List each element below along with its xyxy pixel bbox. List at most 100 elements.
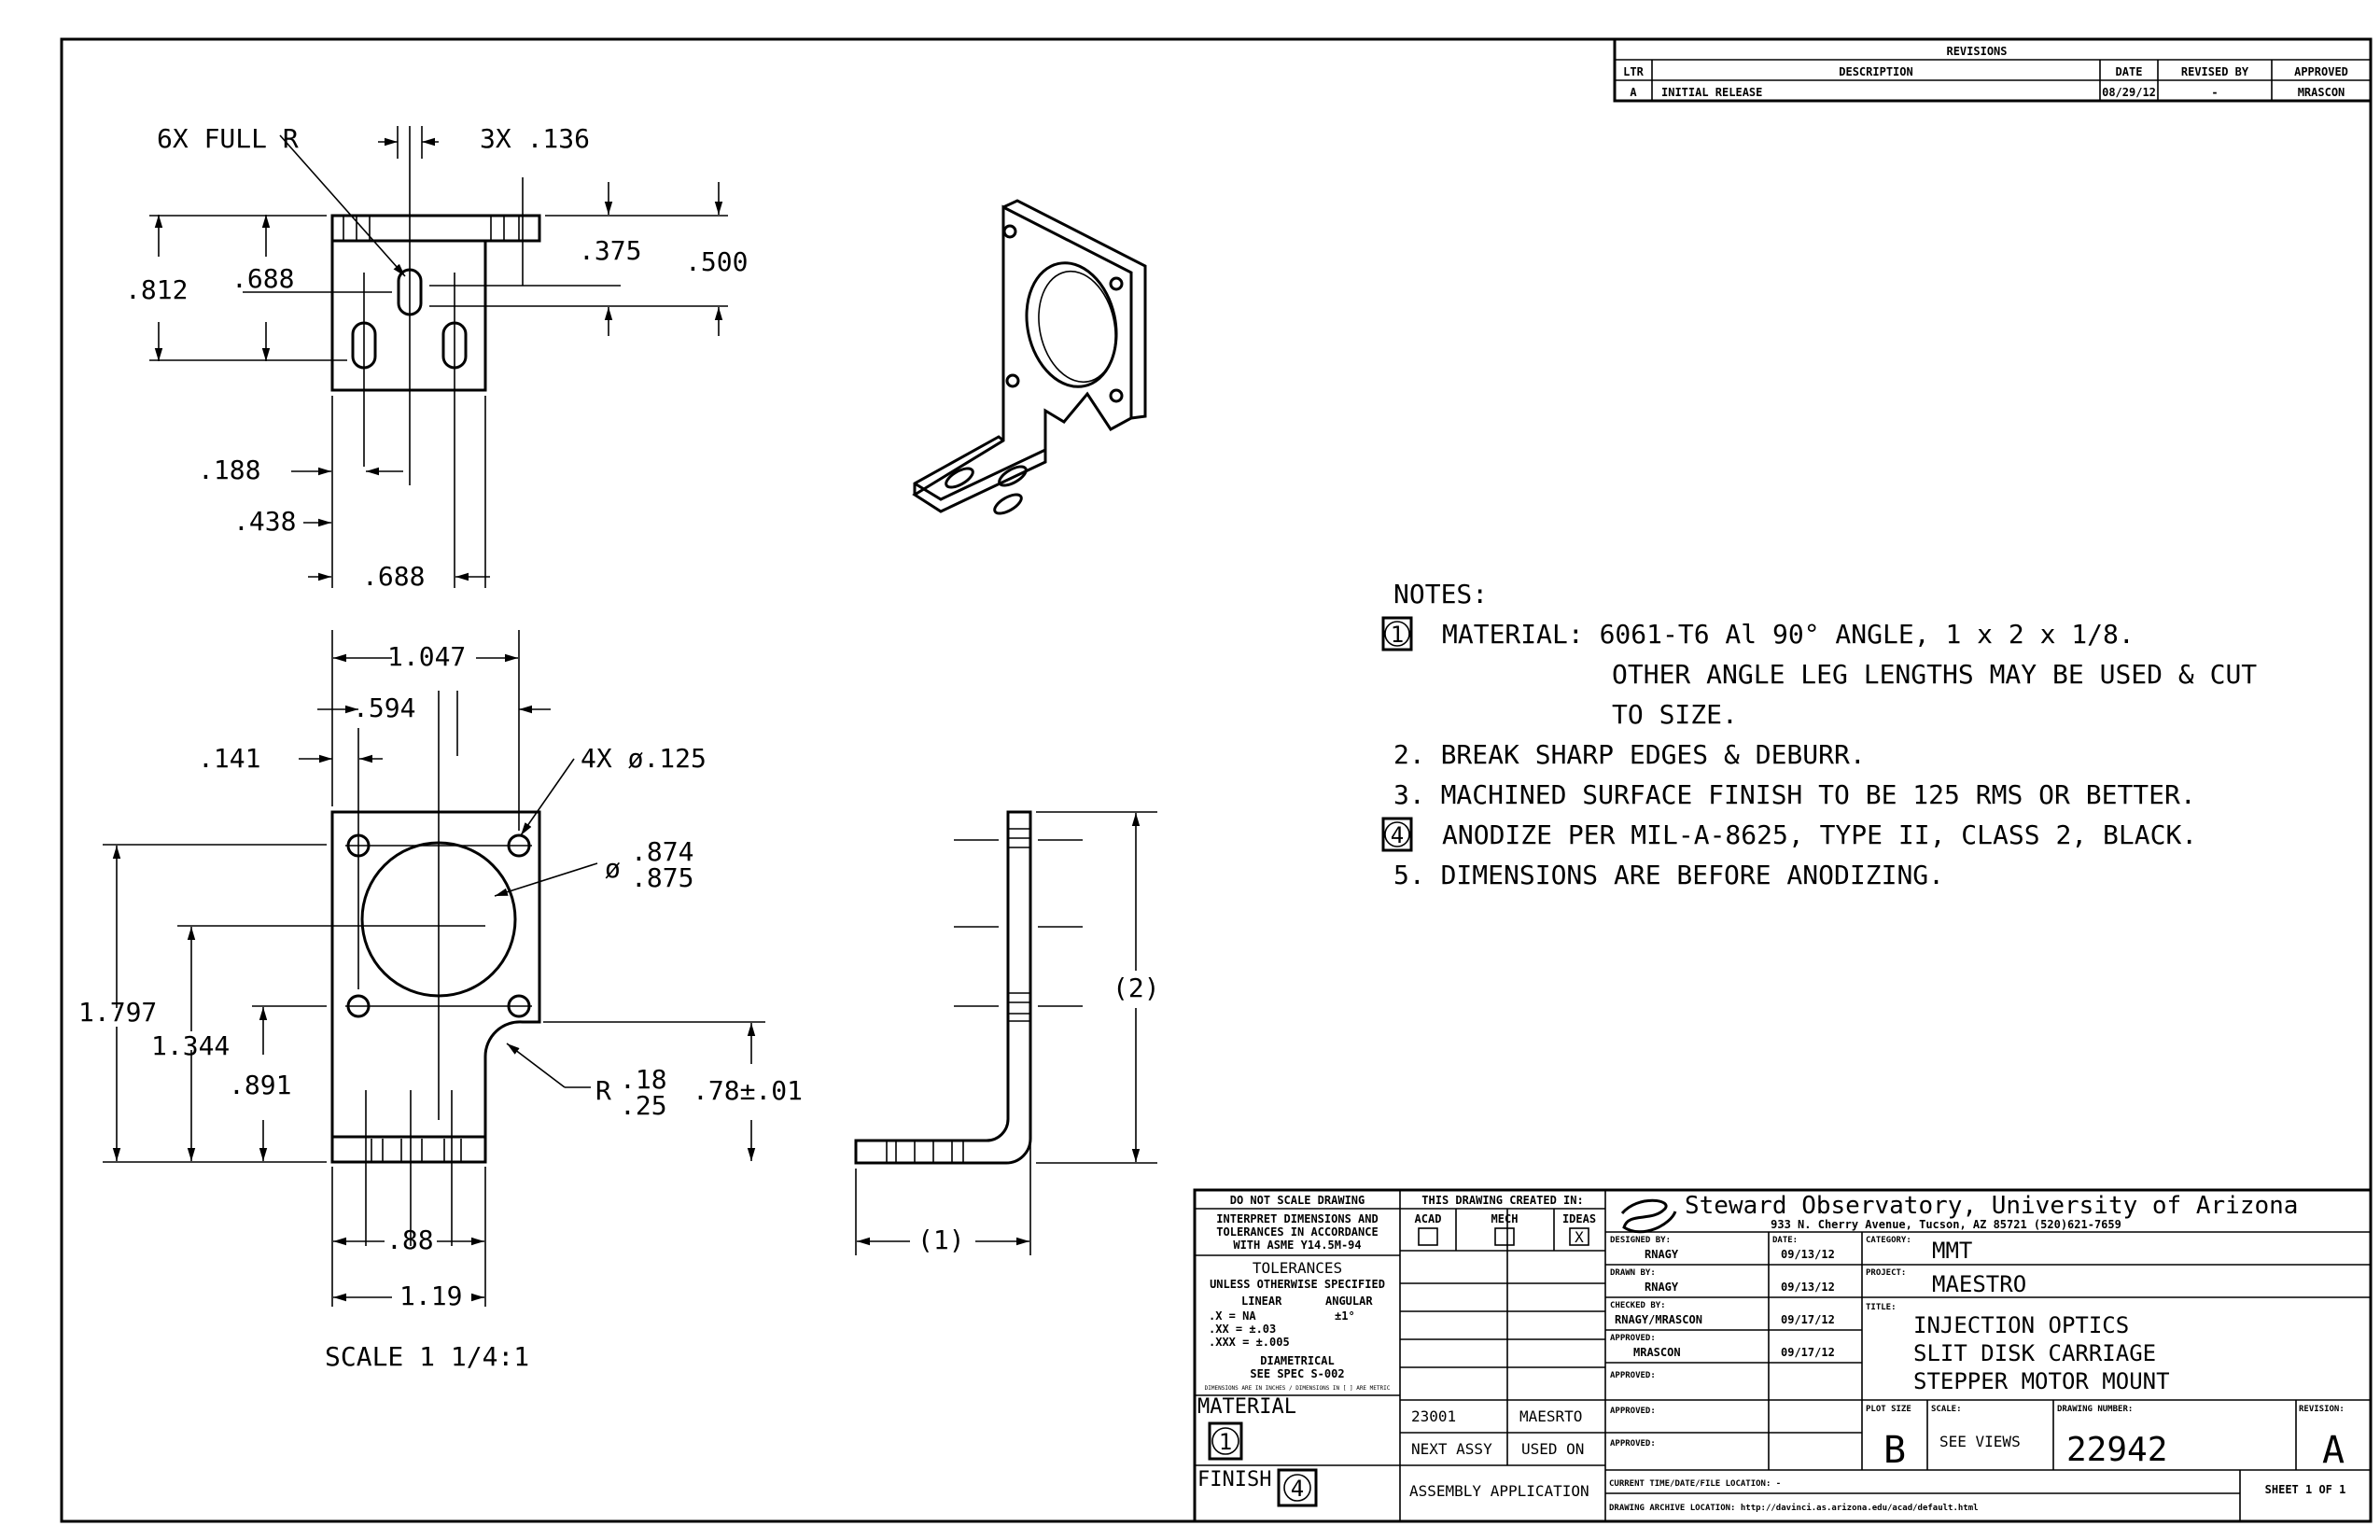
tb-interp-2: TOLERANCES IN ACCORDANCE <box>1216 1225 1378 1239</box>
dim-375: .375 <box>579 235 641 266</box>
svg-text:4: 4 <box>1391 822 1404 848</box>
steward-logo-icon <box>1620 1198 1677 1234</box>
tb-drawn-by: RNAGY <box>1645 1281 1679 1294</box>
dim-500: .500 <box>685 246 748 277</box>
tb-finish-tag: 4 <box>1291 1476 1304 1502</box>
tb-angular: ANGULAR <box>1325 1295 1373 1308</box>
tb-material-tag: 1 <box>1219 1429 1232 1455</box>
note-5: 5. DIMENSIONS ARE BEFORE ANODIZING. <box>1393 860 1944 890</box>
side-view: (2) (1) <box>854 810 1160 1255</box>
tb-plot-size: B <box>1883 1429 1906 1472</box>
tb-archive-location: DRAWING ARCHIVE LOCATION: http://davinci… <box>1609 1503 1979 1513</box>
checkbox-ideas-mark: X <box>1575 1228 1584 1246</box>
dim-bore-hi: .874 <box>631 836 693 867</box>
rev-col-revby: REVISED BY <box>2181 65 2249 78</box>
tb-drawing-number-label: DRAWING NUMBER: <box>2057 1405 2133 1414</box>
tb-designed-label: DESIGNED BY: <box>1610 1236 1671 1245</box>
tb-interp-3: WITH ASME Y14.5M-94 <box>1233 1239 1361 1252</box>
note-4: ANODIZE PER MIL-A-8625, TYPE II, CLASS 2… <box>1442 819 2197 850</box>
tb-tol-xxx: .XXX = ±.005 <box>1209 1336 1290 1349</box>
tb-diametrical: DIAMETRICAL <box>1260 1354 1334 1367</box>
checkbox-acad <box>1418 1227 1438 1246</box>
tb-linear: LINEAR <box>1241 1295 1282 1308</box>
tb-title-label: TITLE: <box>1866 1303 1897 1312</box>
dim-891: .891 <box>229 1070 291 1100</box>
rev-col-approved: APPROVED <box>2294 65 2348 78</box>
dim-r-hi: .18 <box>620 1064 667 1095</box>
scale-note: SCALE 1 1/4:1 <box>325 1341 529 1372</box>
tb-plot-size-label: PLOT SIZE <box>1866 1405 1911 1414</box>
dim-leg-1: (1) <box>917 1225 965 1255</box>
dim-4x-holes: 4X ø.125 <box>581 743 707 774</box>
tb-approved-by: MRASCON <box>1633 1346 1681 1359</box>
tb-approved-label-2: APPROVED: <box>1610 1371 1656 1380</box>
rev-desc: INITIAL RELEASE <box>1661 86 1762 99</box>
dim-688-top: .688 <box>231 263 294 294</box>
top-view: 6X FULL R 3X .136 .375 .500 .812 .688 .1… <box>125 123 748 592</box>
tb-material-flag <box>1208 1421 1243 1461</box>
isometric-view <box>912 199 1147 515</box>
rev-col-desc: DESCRIPTION <box>1839 65 1912 78</box>
dim-1344: 1.344 <box>151 1030 230 1061</box>
tb-tol-ang: ±1° <box>1335 1309 1355 1323</box>
rev-date: 08/29/12 <box>2102 86 2156 99</box>
revisions-table: REVISIONS LTR DESCRIPTION DATE REVISED B… <box>1613 37 2373 103</box>
tb-material: MATERIAL <box>1197 1395 1296 1419</box>
dim-bore-symbol: ø <box>605 853 621 884</box>
tb-tolerances: TOLERANCES <box>1253 1259 1342 1277</box>
tb-designed-date: 09/13/12 <box>1781 1248 1835 1261</box>
tb-approved-label: APPROVED: <box>1610 1334 1656 1343</box>
note-flag-4 <box>1381 817 1413 852</box>
tb-scale: SEE VIEWS <box>1939 1433 2021 1450</box>
tb-drawn-label: DRAWN BY: <box>1610 1268 1656 1278</box>
svg-text:1: 1 <box>1391 622 1404 648</box>
tb-units-note: DIMENSIONS ARE IN INCHES / DIMENSIONS IN… <box>1205 1385 1391 1392</box>
tb-assy-number: 23001 <box>1411 1407 1456 1425</box>
tb-sheet: SHEET 1 OF 1 <box>2265 1483 2346 1496</box>
tb-category: MMT <box>1932 1238 1972 1264</box>
note-2: 2. BREAK SHARP EDGES & DEBURR. <box>1393 739 1866 770</box>
tb-title-1: INJECTION OPTICS <box>1913 1312 2129 1338</box>
note-flag-1 <box>1381 616 1413 651</box>
tb-ideas: IDEAS <box>1562 1212 1596 1225</box>
dim-594: .594 <box>353 693 415 723</box>
tb-current-location: CURRENT TIME/DATE/FILE LOCATION: - <box>1609 1479 1781 1489</box>
tb-scale-label: SCALE: <box>1931 1405 1962 1414</box>
dim-bore-lo: .875 <box>631 862 693 893</box>
tb-spec: SEE SPEC S-002 <box>1250 1367 1344 1380</box>
tb-drawing-number: 22942 <box>2066 1431 2167 1469</box>
tb-project-label: PROJECT: <box>1866 1268 1906 1278</box>
dim-88: .88 <box>386 1225 434 1255</box>
tb-tol-xx: .XX = ±.03 <box>1209 1323 1276 1336</box>
dim-438: .438 <box>233 506 296 537</box>
dim-r-lo: .25 <box>620 1090 667 1121</box>
note-3: 3. MACHINED SURFACE FINISH TO BE 125 RMS… <box>1393 779 2196 810</box>
tb-designed-by: RNAGY <box>1645 1248 1679 1261</box>
dim-812: .812 <box>125 274 188 305</box>
notes: NOTES: 1 MATERIAL: 6061-T6 Al 90° ANGLE,… <box>1381 579 2257 890</box>
dim-r-label: R <box>595 1075 611 1106</box>
checkbox-ideas <box>1569 1227 1589 1246</box>
tb-category-label: CATEGORY: <box>1866 1236 1911 1245</box>
tb-revision: A <box>2322 1429 2345 1472</box>
dim-119: 1.19 <box>399 1281 462 1311</box>
tb-address: 933 N. Cherry Avenue, Tucson, AZ 85721 (… <box>1771 1218 2121 1231</box>
dim-full-r: 6X FULL R <box>157 123 299 154</box>
front-view: 1.047 .594 .141 4X ø.125 ø .874 .875 1.7… <box>78 630 803 1372</box>
tb-approved-label-3: APPROVED: <box>1610 1407 1656 1416</box>
dim-188: .188 <box>198 455 260 485</box>
tb-project: MAESTRO <box>1932 1271 2026 1297</box>
tb-date-label: DATE: <box>1772 1236 1798 1245</box>
tb-used-on: USED ON <box>1521 1440 1584 1458</box>
dim-leg-2: (2) <box>1113 973 1160 1003</box>
tb-next-assy: NEXT ASSY <box>1411 1440 1492 1458</box>
tb-org: Steward Observatory, University of Arizo… <box>1685 1192 2298 1220</box>
dim-141: .141 <box>198 743 260 774</box>
tb-finish-flag <box>1277 1468 1318 1507</box>
tb-drawn-date: 09/13/12 <box>1781 1281 1835 1294</box>
tb-noscale: DO NOT SCALE DRAWING <box>1230 1194 1365 1207</box>
tb-checked-date: 09/17/12 <box>1781 1313 1835 1326</box>
tb-approved-date: 09/17/12 <box>1781 1346 1835 1359</box>
tb-assembly-application: ASSEMBLY APPLICATION <box>1409 1482 1589 1500</box>
